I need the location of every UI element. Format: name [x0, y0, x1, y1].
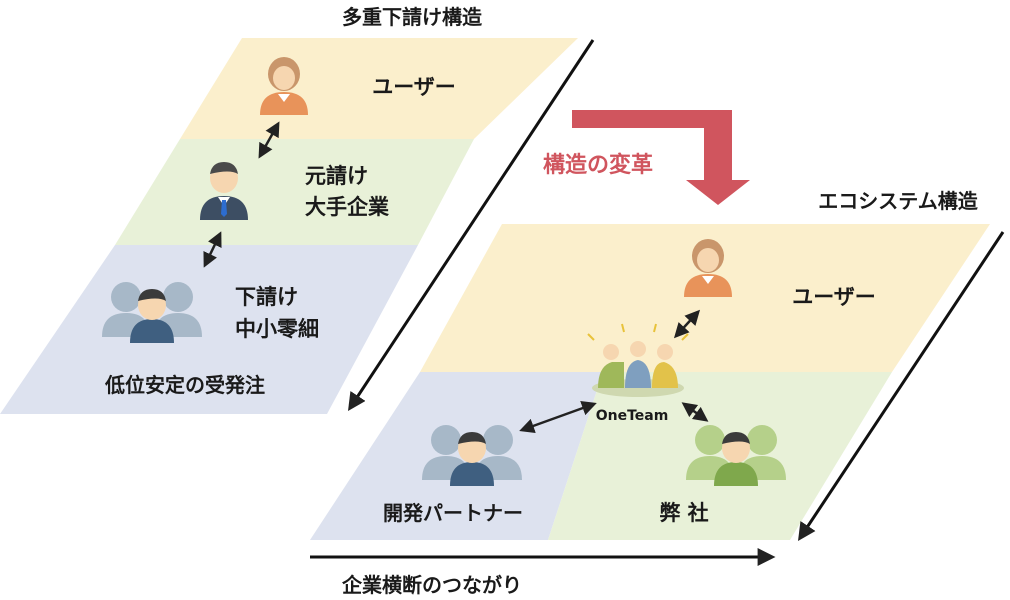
left-sub-label-1: 下請け	[235, 285, 298, 309]
right-flow-arrow	[798, 231, 1005, 541]
right-title: エコシステム構造	[818, 189, 978, 213]
right-partner-group-icon	[422, 425, 522, 486]
left-diagram: 多重下請け構造 ユーザー 元請け 大手企業	[0, 5, 595, 414]
left-user-label: ユーザー	[372, 75, 456, 99]
right-caption: 企業横断のつながり	[341, 573, 522, 597]
left-sub-group-icon	[102, 282, 202, 343]
left-sub-label-2: 中小零細	[235, 317, 319, 341]
left-prime-layer	[115, 139, 474, 245]
right-partner-label: 開発パートナー	[383, 501, 523, 525]
right-arrow-user-center	[673, 309, 701, 339]
transition-label: 構造の変革	[543, 152, 653, 178]
oneteam-icon	[587, 323, 689, 397]
left-caption: 低位安定の受発注	[104, 373, 265, 397]
left-user-person-icon	[260, 57, 308, 115]
oneteam-label: OneTeam	[596, 408, 669, 424]
transition: 構造の変革	[543, 110, 750, 205]
left-prime-label-1: 元請け	[305, 164, 368, 188]
right-arrow-center-partner	[519, 401, 597, 433]
right-user-label: ユーザー	[792, 285, 876, 309]
right-company-group-icon	[686, 425, 786, 486]
right-company-layer	[548, 372, 892, 540]
transition-arrow	[572, 110, 750, 205]
left-prime-person-icon	[200, 162, 248, 220]
right-user-person-icon	[684, 239, 732, 297]
right-arrow-center-company	[681, 402, 709, 422]
left-flow-arrow	[348, 39, 595, 412]
left-title: 多重下請け構造	[342, 5, 483, 29]
left-sub-layer	[0, 245, 418, 414]
right-diagram: エコシステム構造 ユーザー	[310, 189, 1005, 597]
left-arrow-prime-sub	[203, 231, 222, 268]
left-prime-label-2: 大手企業	[305, 195, 390, 219]
right-company-label: 弊 社	[659, 501, 708, 525]
left-arrow-user-prime	[258, 121, 280, 159]
right-user-layer	[420, 224, 990, 372]
